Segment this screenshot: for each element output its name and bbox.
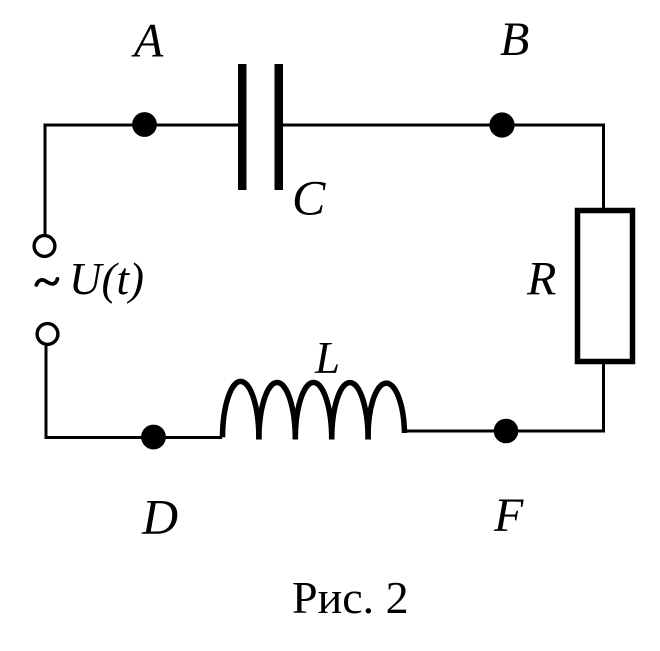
svg-text:F: F — [493, 489, 524, 542]
svg-text:U(t): U(t) — [69, 254, 144, 304]
svg-text:L: L — [314, 333, 340, 383]
svg-text:A: A — [131, 15, 164, 68]
svg-text:D: D — [141, 489, 178, 545]
svg-text:C: C — [292, 170, 326, 226]
svg-text:B: B — [500, 13, 529, 66]
svg-text:Рис. 2: Рис. 2 — [292, 572, 409, 623]
svg-text:R: R — [526, 253, 556, 306]
